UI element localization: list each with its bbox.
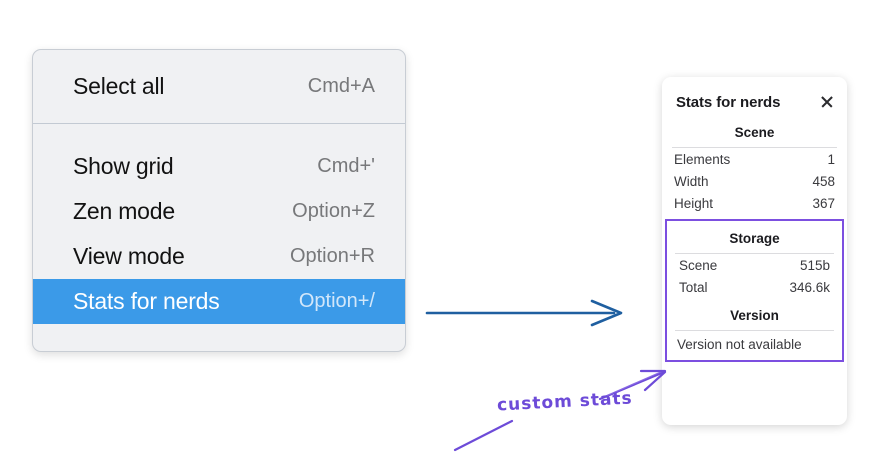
- stat-key: Height: [674, 195, 714, 211]
- stats-panel-header: Stats for nerds: [662, 89, 847, 115]
- context-menu[interactable]: Select all Cmd+A Show grid Cmd+' Zen mod…: [32, 49, 406, 352]
- menu-group-1: Select all Cmd+A: [33, 50, 405, 123]
- menu-item-label: View mode: [73, 243, 185, 269]
- stats-panel-body: Scene Elements 1 Width 458 Height 367 St…: [662, 115, 847, 362]
- menu-item-shortcut: Option+Z: [292, 200, 375, 222]
- stat-value: 1: [827, 151, 835, 167]
- menu-item-shortcut: Option+R: [289, 245, 375, 267]
- menu-group-2: Show grid Cmd+' Zen mode Option+Z View m…: [33, 124, 405, 351]
- stat-row-storage-total: Total 346.6k: [667, 276, 842, 298]
- menu-item-shortcut: Cmd+': [317, 155, 375, 177]
- close-icon[interactable]: [819, 94, 835, 110]
- menu-item-label: Show grid: [73, 153, 174, 179]
- section-rule: [675, 253, 834, 254]
- stat-key: Elements: [674, 151, 731, 167]
- menu-item-shortcut: Cmd+A: [307, 75, 375, 97]
- stat-value: 458: [812, 173, 835, 189]
- section-heading-storage: Storage: [729, 231, 780, 246]
- stat-value: 515b: [799, 257, 830, 273]
- stat-row-elements: Elements 1: [662, 148, 847, 170]
- flow-arrow-icon: [425, 299, 623, 327]
- menu-item-label: Zen mode: [73, 198, 175, 224]
- menu-item-stats-for-nerds[interactable]: Stats for nerds Option+/: [33, 279, 405, 324]
- menu-item-view-mode[interactable]: View mode Option+R: [33, 234, 405, 279]
- section-heading-scene: Scene: [734, 125, 775, 140]
- section-heading-version: Version: [730, 308, 779, 323]
- stat-row-width: Width 458: [662, 170, 847, 192]
- stat-key: Total: [679, 279, 708, 295]
- stat-row-storage-scene: Scene 515b: [667, 254, 842, 276]
- stats-for-nerds-panel: Stats for nerds Scene Elements 1 Width 4…: [662, 77, 847, 425]
- menu-item-label: Stats for nerds: [73, 288, 220, 314]
- custom-stats-highlight-box: Storage Scene 515b Total 346.6k Version …: [665, 219, 844, 362]
- menu-item-select-all[interactable]: Select all Cmd+A: [33, 64, 405, 109]
- stat-row-height: Height 367: [662, 192, 847, 214]
- section-rule: [675, 330, 834, 331]
- menu-item-show-grid[interactable]: Show grid Cmd+': [33, 144, 405, 189]
- menu-bottom-padding: [33, 324, 405, 351]
- stat-value: 346.6k: [789, 279, 830, 295]
- version-value: Version not available: [677, 337, 802, 352]
- menu-item-zen-mode[interactable]: Zen mode Option+Z: [33, 189, 405, 234]
- menu-separator: [33, 123, 405, 124]
- menu-item-shortcut: Option+/: [298, 290, 375, 312]
- stat-key: Width: [674, 173, 709, 189]
- section-rule: [672, 147, 837, 148]
- callout-underline-stroke: [453, 419, 514, 452]
- menu-item-label: Select all: [73, 73, 165, 99]
- stats-panel-title: Stats for nerds: [676, 93, 781, 111]
- stat-value: 367: [812, 195, 835, 211]
- handwritten-note: custom stats: [496, 388, 634, 416]
- stat-key: Scene: [679, 257, 718, 273]
